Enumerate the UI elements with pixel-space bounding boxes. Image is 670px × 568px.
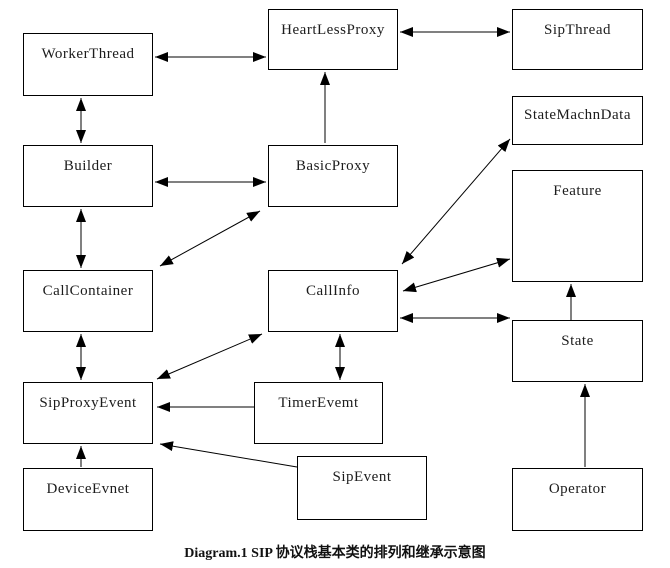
node-label-timer-evemt: TimerEvemt bbox=[278, 395, 359, 411]
node-basic-proxy: BasicProxy bbox=[268, 145, 398, 207]
node-builder: Builder bbox=[23, 145, 153, 207]
node-worker-thread: WorkerThread bbox=[23, 33, 153, 96]
node-sip-thread: SipThread bbox=[512, 9, 643, 70]
node-feature: Feature bbox=[512, 170, 643, 282]
node-device-evnet: DeviceEvnet bbox=[23, 468, 153, 531]
node-label-feature: Feature bbox=[553, 183, 602, 199]
node-call-info: CallInfo bbox=[268, 270, 398, 332]
edge-sipproxyevent-callinfo bbox=[156, 333, 263, 380]
node-label-call-container: CallContainer bbox=[42, 283, 134, 299]
node-sip-proxy-event: SipProxyEvent bbox=[23, 382, 153, 444]
node-state-machn-data: StateMachnData bbox=[512, 96, 643, 145]
node-operator: Operator bbox=[512, 468, 643, 531]
node-sip-event: SipEvent bbox=[297, 456, 427, 520]
node-label-operator: Operator bbox=[548, 481, 607, 497]
edge-sipevent-sipproxyevent bbox=[159, 441, 298, 468]
diagram-caption: Diagram.1 SIP 协议栈基本类的排列和继承示意图 bbox=[184, 546, 486, 561]
node-timer-evemt: TimerEvemt bbox=[254, 382, 383, 444]
node-label-heart-less-proxy: HeartLessProxy bbox=[281, 22, 385, 38]
node-label-worker-thread: WorkerThread bbox=[41, 46, 135, 62]
node-label-device-evnet: DeviceEvnet bbox=[46, 481, 130, 497]
edge-callinfo-feature bbox=[402, 257, 511, 293]
node-label-basic-proxy: BasicProxy bbox=[295, 158, 371, 174]
edge-callcontainer-basicproxy bbox=[159, 210, 261, 267]
node-label-call-info: CallInfo bbox=[306, 283, 360, 299]
node-label-state-machn-data: StateMachnData bbox=[524, 107, 631, 123]
node-label-sip-thread: SipThread bbox=[544, 22, 611, 38]
node-heart-less-proxy: HeartLessProxy bbox=[268, 9, 398, 70]
node-label-state: State bbox=[561, 333, 594, 349]
node-call-container: CallContainer bbox=[23, 270, 153, 332]
edge-callinfo-statemachndata bbox=[401, 138, 511, 265]
node-state: State bbox=[512, 320, 643, 382]
node-label-sip-event: SipEvent bbox=[332, 469, 392, 485]
node-label-builder: Builder bbox=[63, 158, 113, 174]
node-label-sip-proxy-event: SipProxyEvent bbox=[39, 395, 137, 411]
